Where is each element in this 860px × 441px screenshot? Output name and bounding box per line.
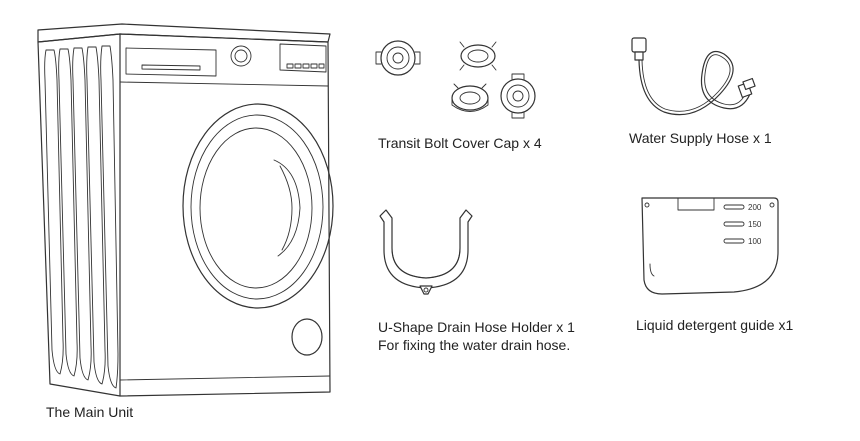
u-shape-drain-hose-holder-caption: U-Shape Drain Hose Holder x 1 — [378, 319, 575, 335]
transit-bolt-cover-cap-caption: Transit Bolt Cover Cap x 4 — [378, 135, 542, 151]
water-supply-hose-illustration — [624, 32, 764, 124]
main-unit-caption: The Main Unit — [46, 404, 134, 420]
liquid-detergent-guide-caption: Liquid detergent guide x1 — [636, 317, 794, 333]
detergent-mark-100: 100 — [748, 237, 762, 246]
liquid-detergent-guide-illustration: 200 150 100 — [638, 192, 788, 298]
main-unit-illustration — [30, 20, 350, 400]
u-shape-drain-hose-holder-illustration — [376, 208, 476, 300]
detergent-mark-150: 150 — [748, 220, 762, 229]
water-supply-hose-caption: Water Supply Hose x 1 — [629, 130, 772, 146]
transit-bolt-cover-cap-illustration — [375, 38, 538, 122]
detergent-mark-200: 200 — [748, 203, 762, 212]
u-shape-drain-hose-holder-note: For fixing the water drain hose. — [378, 337, 571, 353]
